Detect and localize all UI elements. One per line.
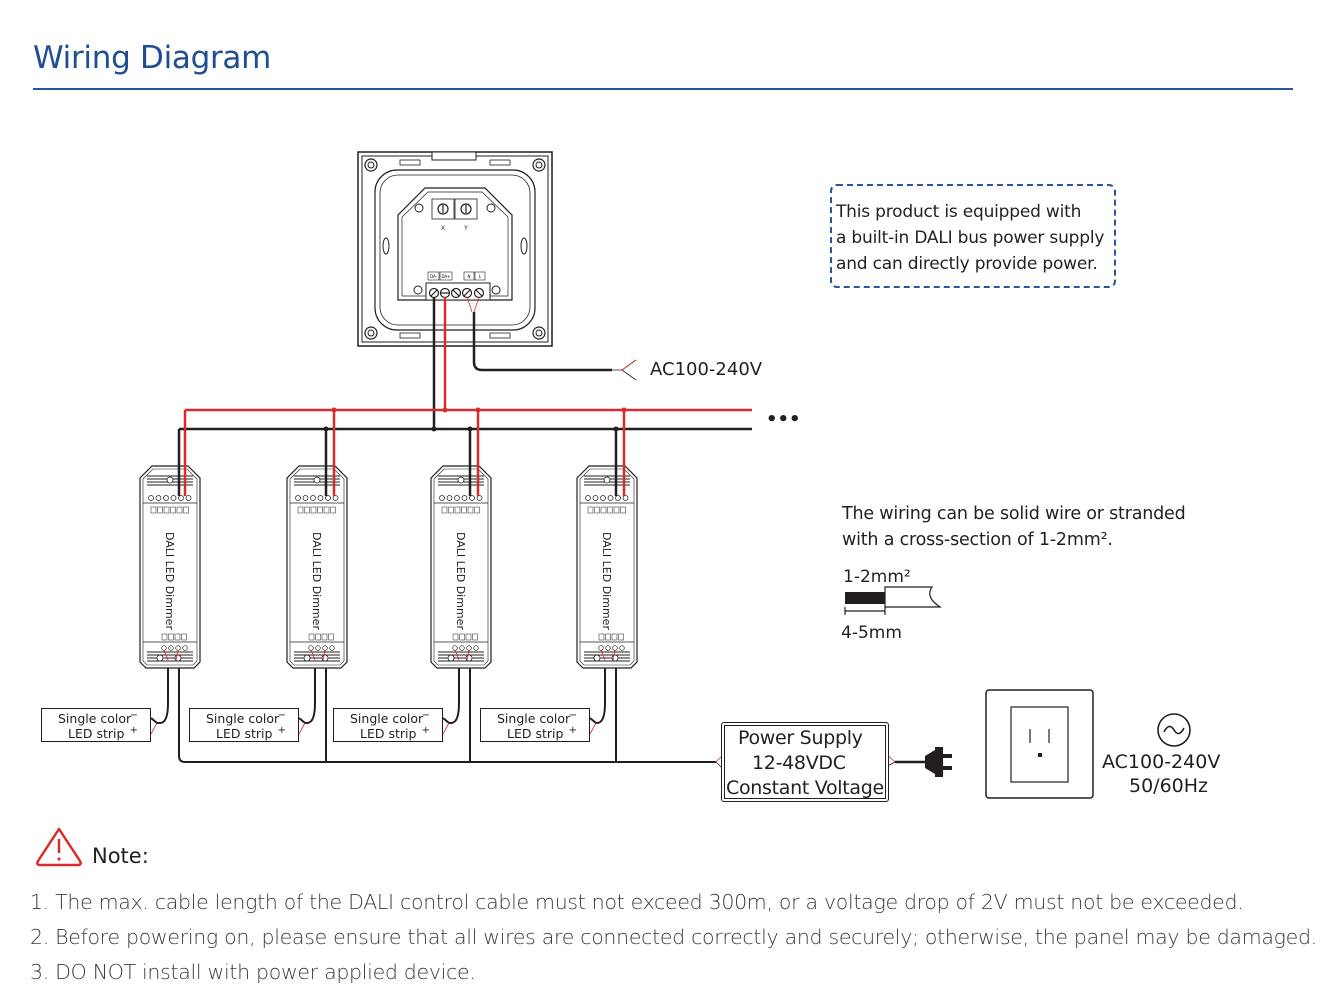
- plug-icon: [925, 747, 952, 777]
- terminal-label-l: L: [479, 274, 482, 279]
- page-title: Wiring Diagram: [33, 40, 272, 76]
- terminal-label-da-plus: DA+: [441, 274, 450, 279]
- mains-frequency: 50/60Hz: [1129, 775, 1209, 797]
- dimmer-group: [139, 410, 638, 669]
- plus-terminal-label: +: [568, 725, 577, 736]
- led-strip-label-1: Single color: [497, 711, 571, 726]
- mount-hole-icon: [457, 476, 465, 484]
- minus-terminal-label: −: [568, 710, 577, 721]
- minus-terminal-label: −: [421, 710, 430, 721]
- led-strip-label-2: LED strip: [507, 726, 564, 741]
- dali-led-dimmer: [576, 410, 638, 669]
- screw-icon: [532, 326, 546, 340]
- minus-terminal-label: −: [277, 710, 286, 721]
- led-strip-label-2: LED strip: [216, 726, 273, 741]
- dali-led-dimmer: [430, 410, 492, 669]
- led-strip-label-1: Single color: [206, 711, 280, 726]
- wire-spec-line-2: with a cross-section of 1-2mm².: [842, 530, 1113, 550]
- led-strip-label-2: LED strip: [68, 726, 125, 741]
- mains-voltage: AC100-240V: [1102, 751, 1221, 773]
- led-strip-label-2: LED strip: [360, 726, 417, 741]
- rotary-label-y: Y: [463, 225, 468, 232]
- dali-power-info-box: This product is equipped with a built-in…: [830, 184, 1116, 288]
- power-supply-box: Power Supply 12-48VDC Constant Voltage: [721, 722, 889, 802]
- note-heading: Note:: [92, 844, 149, 868]
- strip-wires: [150, 668, 606, 735]
- bus-continuation-icon: •••: [766, 409, 801, 430]
- terminal-label-n: N: [468, 274, 471, 279]
- minus-terminal-label: −: [129, 710, 138, 721]
- note-item: 1. The max. cable length of the DALI con…: [30, 890, 1244, 914]
- panel-mains-label: AC100-240V: [650, 359, 763, 380]
- wall-outlet-icon: [985, 689, 1094, 799]
- dali-led-dimmer: [139, 410, 201, 669]
- strip-length-label: 4-5mm: [841, 623, 902, 643]
- dali-bus: [179, 407, 752, 432]
- dimmer-label: DALI LED Dimmer: [310, 532, 323, 630]
- rotary-switch-x-icon[interactable]: [437, 203, 449, 215]
- led-strip-label-1: Single color: [58, 711, 132, 726]
- power-supply-type: Constant Voltage: [726, 777, 884, 799]
- plus-terminal-label: +: [277, 725, 286, 736]
- mount-hole-icon: [313, 476, 321, 484]
- info-line-2: a built-in DALI bus power supply: [836, 228, 1105, 248]
- screw-icon: [364, 158, 378, 172]
- info-line-3: and can directly provide power.: [836, 254, 1098, 274]
- terminal-label-da-minus: DA-: [430, 274, 438, 279]
- cross-section-label: 1-2mm²: [843, 567, 911, 587]
- dimmer-label: DALI LED Dimmer: [163, 532, 176, 630]
- warning-icon: [36, 827, 82, 867]
- title-divider: [33, 88, 1293, 90]
- screw-icon: [364, 326, 378, 340]
- wire-strip-illustration: [844, 586, 942, 615]
- plus-terminal-label: +: [421, 725, 430, 736]
- power-supply-title: Power Supply: [738, 727, 863, 749]
- plus-terminal-label: +: [129, 725, 138, 736]
- panel-wires: [432, 296, 637, 430]
- wire-spec-line-1: The wiring can be solid wire or stranded: [842, 504, 1186, 524]
- ac-symbol-icon: [1157, 713, 1191, 747]
- dimmer-label: DALI LED Dimmer: [600, 532, 613, 630]
- rotary-label-x: X: [441, 225, 445, 232]
- terminal-screws: [428, 287, 485, 299]
- dimmer-label: DALI LED Dimmer: [454, 532, 467, 630]
- screw-icon: [532, 158, 546, 172]
- note-item: 2. Before powering on, please ensure tha…: [30, 925, 1317, 949]
- power-supply-voltage: 12-48VDC: [752, 752, 846, 774]
- mount-hole-icon: [603, 476, 611, 484]
- led-strip-label-1: Single color: [350, 711, 424, 726]
- dali-led-dimmer: [286, 410, 348, 669]
- rotary-switch-y-icon[interactable]: [460, 203, 472, 215]
- dali-wall-panel: X Y DA- DA+ N L: [357, 151, 553, 347]
- mount-hole-icon: [166, 476, 174, 484]
- info-line-1: This product is equipped with: [836, 202, 1082, 222]
- note-item: 3. DO NOT install with power applied dev…: [30, 960, 476, 984]
